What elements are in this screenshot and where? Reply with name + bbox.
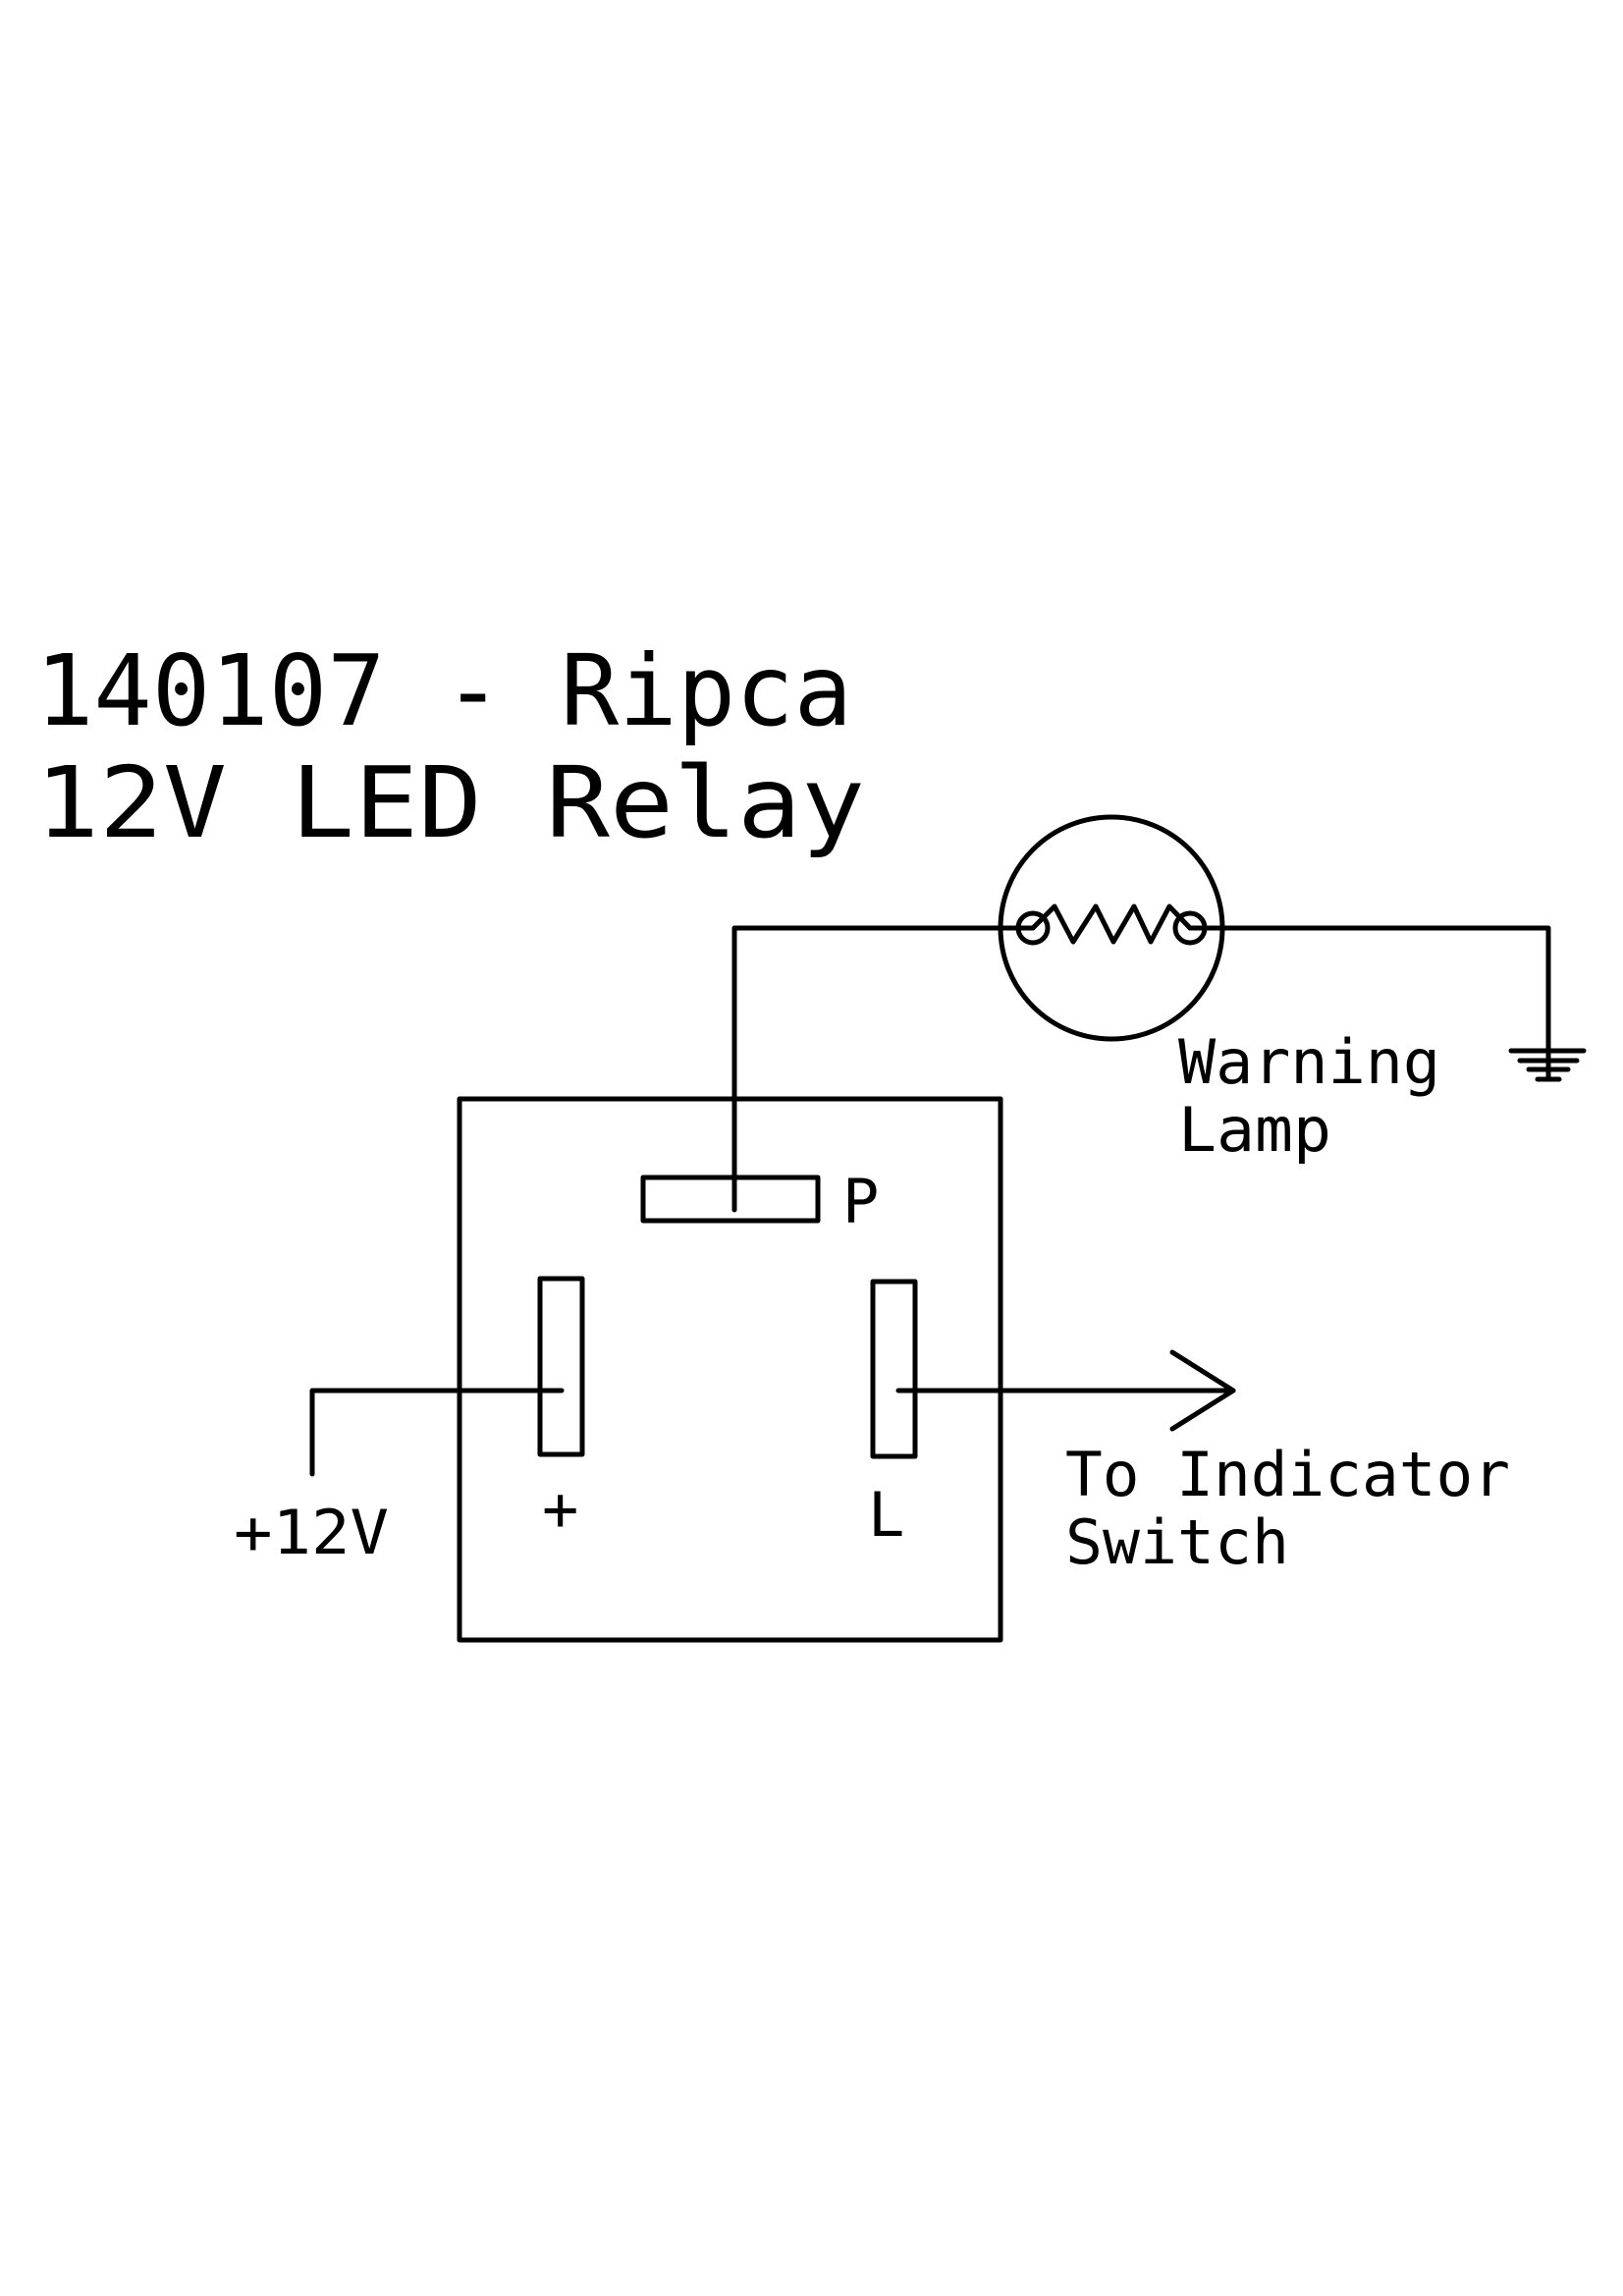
- supply-label: +12V: [234, 1497, 389, 1568]
- output-label-line-1: To Indicator: [1065, 1439, 1510, 1510]
- ground-icon: [1508, 1048, 1587, 1082]
- wire-lamp-to-ground: [1187, 925, 1551, 1082]
- terminal-plus: [537, 1276, 585, 1457]
- terminal-l-label: L: [868, 1479, 904, 1551]
- arrow-right-icon: [1169, 1349, 1236, 1432]
- lamp-filament-zigzag: [1030, 903, 1193, 945]
- lamp-label-line-2: Lamp: [1178, 1094, 1331, 1166]
- terminal-p-label: P: [842, 1166, 879, 1237]
- terminal-p: [640, 1175, 821, 1224]
- terminal-plus-label: +: [542, 1473, 578, 1545]
- wire-p-to-lamp: [731, 925, 1036, 1213]
- wire-supply-to-plus: [309, 1388, 565, 1477]
- relay-housing: [457, 1096, 1003, 1643]
- lamp-filament-left-loop: [1015, 910, 1051, 946]
- title-line-2: 12V LED Relay: [35, 745, 865, 860]
- lamp-label-line-1: Warning: [1178, 1026, 1440, 1098]
- output-label-line-2: Switch: [1065, 1506, 1289, 1578]
- terminal-l: [870, 1279, 918, 1459]
- title-line-1: 140107 - Ripca: [35, 633, 852, 748]
